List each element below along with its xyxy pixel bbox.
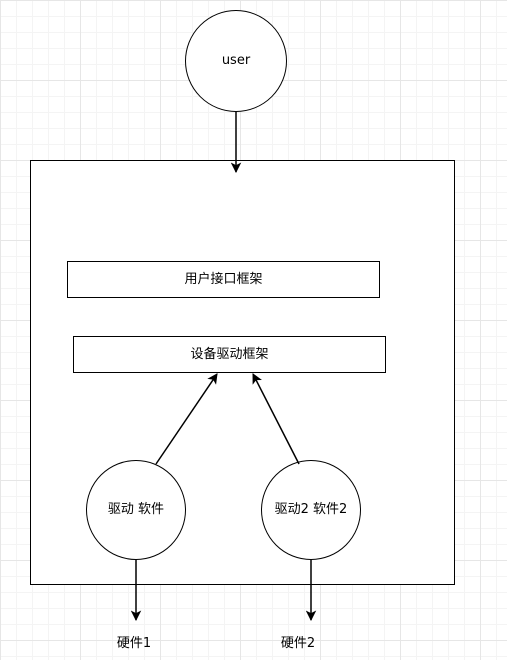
- ui-framework-box[interactable]: 用户接口框架: [67, 261, 380, 298]
- hardware1-label: 硬件1: [116, 636, 152, 651]
- ui-framework-label: 用户接口框架: [184, 271, 263, 287]
- driver2-label: 驱动2 软件2: [274, 502, 348, 518]
- user-node[interactable]: user: [185, 10, 287, 112]
- driver2-node[interactable]: 驱动2 软件2: [261, 460, 361, 560]
- driver-framework-label: 设备驱动框架: [190, 346, 269, 362]
- driver-framework-box[interactable]: 设备驱动框架: [73, 336, 386, 373]
- hardware2-label: 硬件2: [280, 636, 316, 651]
- driver1-label: 驱动 软件: [107, 502, 165, 518]
- user-label: user: [221, 53, 251, 69]
- driver1-node[interactable]: 驱动 软件: [86, 460, 186, 560]
